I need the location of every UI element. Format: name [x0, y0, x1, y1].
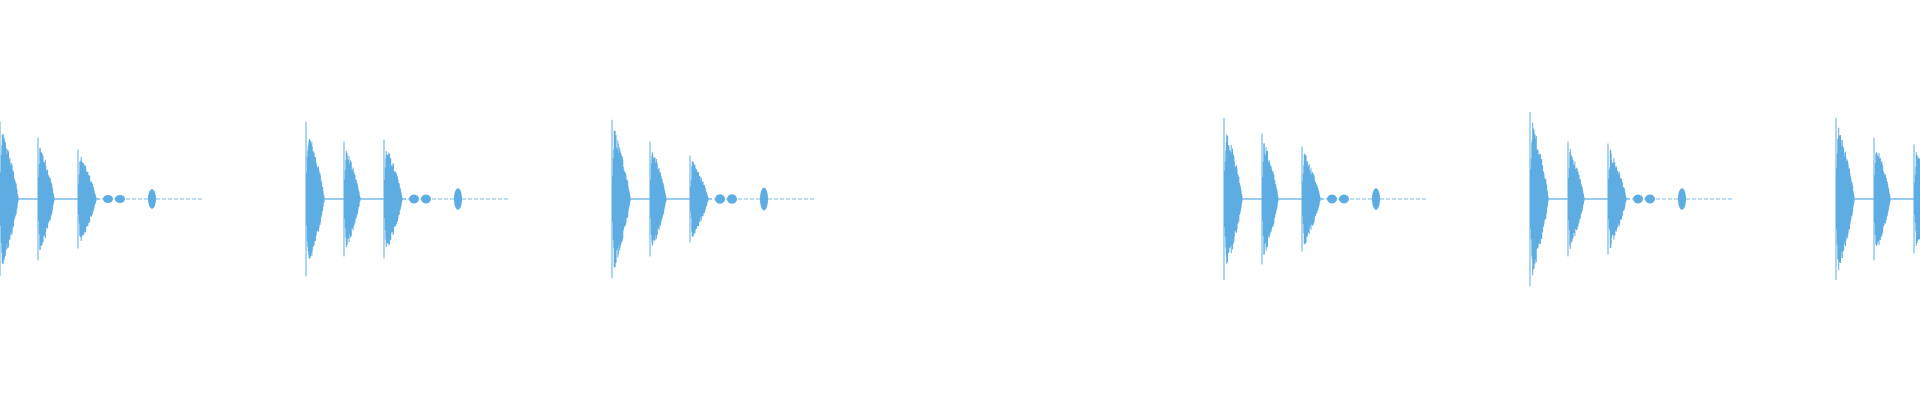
wave-pulse-stroke [611, 119, 631, 279]
wave-pulse [1607, 143, 1627, 255]
wave-pulse-stroke [1301, 146, 1321, 252]
wave-tail-blip [760, 187, 768, 211]
wave-pulse-stroke [1223, 117, 1243, 281]
wave-tail-blip [1645, 194, 1655, 204]
wave-pulse-stroke [0, 121, 19, 277]
wave-tail-blip [1372, 188, 1380, 210]
wave-tail [402, 188, 508, 210]
wave-pulse [383, 139, 403, 259]
wave-pulse-stroke [1567, 141, 1585, 257]
wave-pulse [37, 137, 55, 261]
wave-pulse [305, 121, 325, 277]
wave-pulse-stroke [343, 141, 361, 257]
wave-pulse [649, 141, 667, 257]
wave-pulse-stroke [383, 139, 403, 259]
wave-tail-blip [454, 188, 462, 210]
wave-tail-blip [103, 194, 113, 204]
wave-pulse [1835, 117, 1855, 281]
wave-pulse [1529, 111, 1549, 287]
wave-pulse [611, 119, 631, 279]
wave-tail-blip [727, 194, 737, 204]
wave-pulse-stroke [689, 155, 709, 243]
wave-pulse [1223, 117, 1243, 281]
wave-pulse [689, 155, 709, 243]
wave-pulse-stroke [37, 137, 55, 261]
wave-pulse [1913, 144, 1920, 254]
wave-pulse-stroke [305, 121, 325, 277]
wave-pulse [1567, 141, 1585, 257]
wave-tail-blip [148, 189, 156, 209]
wave-pulse [77, 149, 97, 249]
wave-pulse-stroke [1913, 144, 1920, 254]
wave-tail [708, 187, 814, 211]
wave-tail-blip [1678, 188, 1686, 210]
wave-tail-blip [115, 194, 125, 204]
wave-pulse-stroke [1873, 137, 1891, 261]
wave-pulse [343, 141, 361, 257]
wave-tail [96, 189, 202, 209]
wave-tail-blip [715, 194, 725, 204]
wave-pulse-stroke [1261, 133, 1279, 265]
wave-pulse [1301, 146, 1321, 252]
wave-pulse-stroke [77, 149, 97, 249]
wave-pulse [1261, 133, 1279, 265]
wave-pulse [0, 121, 19, 277]
wave-pulse-stroke [1529, 111, 1549, 287]
wave-tail-blip [1327, 194, 1337, 204]
wave-tail-blip [421, 194, 431, 204]
wave-tail [1626, 188, 1732, 210]
wave-pulse-stroke [649, 141, 667, 257]
wave-tail-blip [1339, 194, 1349, 204]
wave-pulse [1873, 137, 1891, 261]
wave-pulse-stroke [1607, 143, 1627, 255]
wave-pulse-stroke [1835, 117, 1855, 281]
wave-tail [1320, 188, 1426, 210]
wave-tail-blip [409, 194, 419, 204]
wave-tail-blip [1633, 194, 1643, 204]
